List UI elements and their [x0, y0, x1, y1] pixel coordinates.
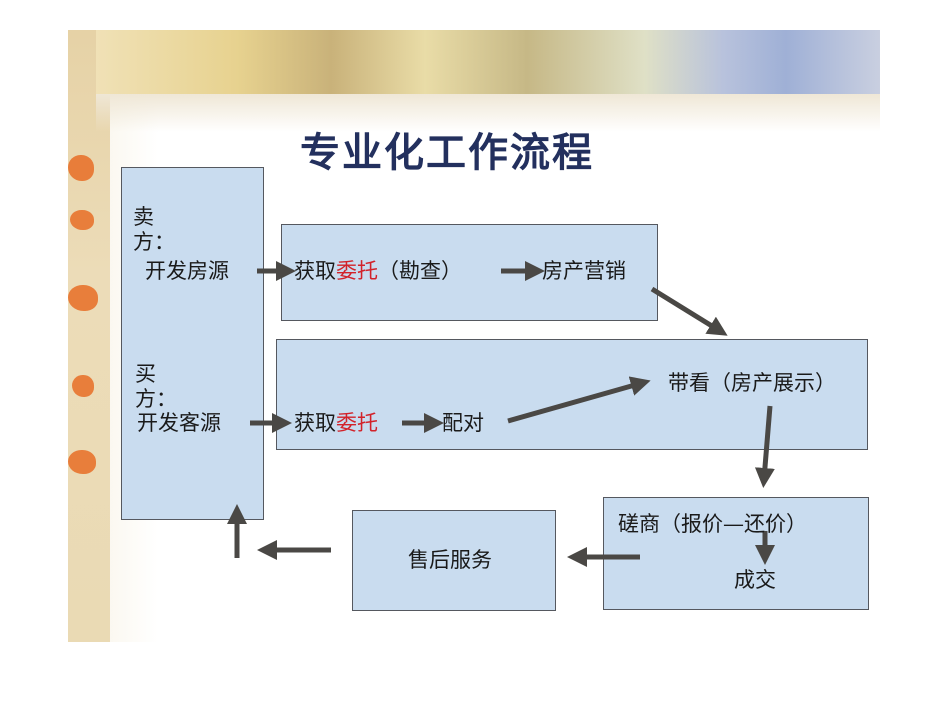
deal-label: 成交	[734, 568, 776, 592]
after-sales-box	[352, 510, 556, 611]
leaf-decoration	[72, 375, 94, 397]
decorative-banner	[96, 30, 880, 94]
obtain-text: 获取	[294, 259, 336, 283]
commission-text: 委托	[336, 259, 378, 283]
negotiation-label: 磋商（报价—还价）	[618, 512, 807, 536]
leaf-decoration	[68, 155, 94, 181]
commission-text: 委托	[336, 411, 378, 435]
leaf-decoration	[68, 450, 96, 474]
seller-flow-box	[281, 224, 658, 321]
buyer-source-label: 开发客源	[137, 411, 221, 435]
decorative-left-strip	[68, 30, 110, 642]
negotiation-box	[603, 497, 869, 610]
marketing-label: 房产营销	[542, 259, 626, 283]
arrow-match-to-viewing	[507, 376, 651, 424]
match-label: 配对	[442, 411, 484, 435]
seller-flow-text: 获取委托（勘查）	[294, 261, 462, 282]
buyer-flow-text: 获取委托	[294, 413, 378, 434]
leaf-decoration	[68, 285, 98, 311]
leaf-decoration	[70, 210, 94, 230]
decorative-banner-shadow	[96, 94, 880, 132]
viewing-label: 带看（房产展示）	[668, 371, 836, 395]
page-title: 专业化工作流程	[300, 129, 594, 176]
seller-source-label: 开发房源	[145, 259, 229, 283]
arrow-viewing-to-negotiation	[754, 405, 775, 488]
buyer-label: 买方：	[135, 362, 177, 412]
survey-text: （勘查）	[378, 259, 462, 283]
after-sales-label: 售后服务	[408, 548, 492, 572]
arrow-marketing-to-viewing	[650, 286, 728, 336]
seller-label: 卖方：	[133, 205, 175, 255]
parties-box	[121, 167, 264, 520]
obtain-text: 获取	[294, 411, 336, 435]
